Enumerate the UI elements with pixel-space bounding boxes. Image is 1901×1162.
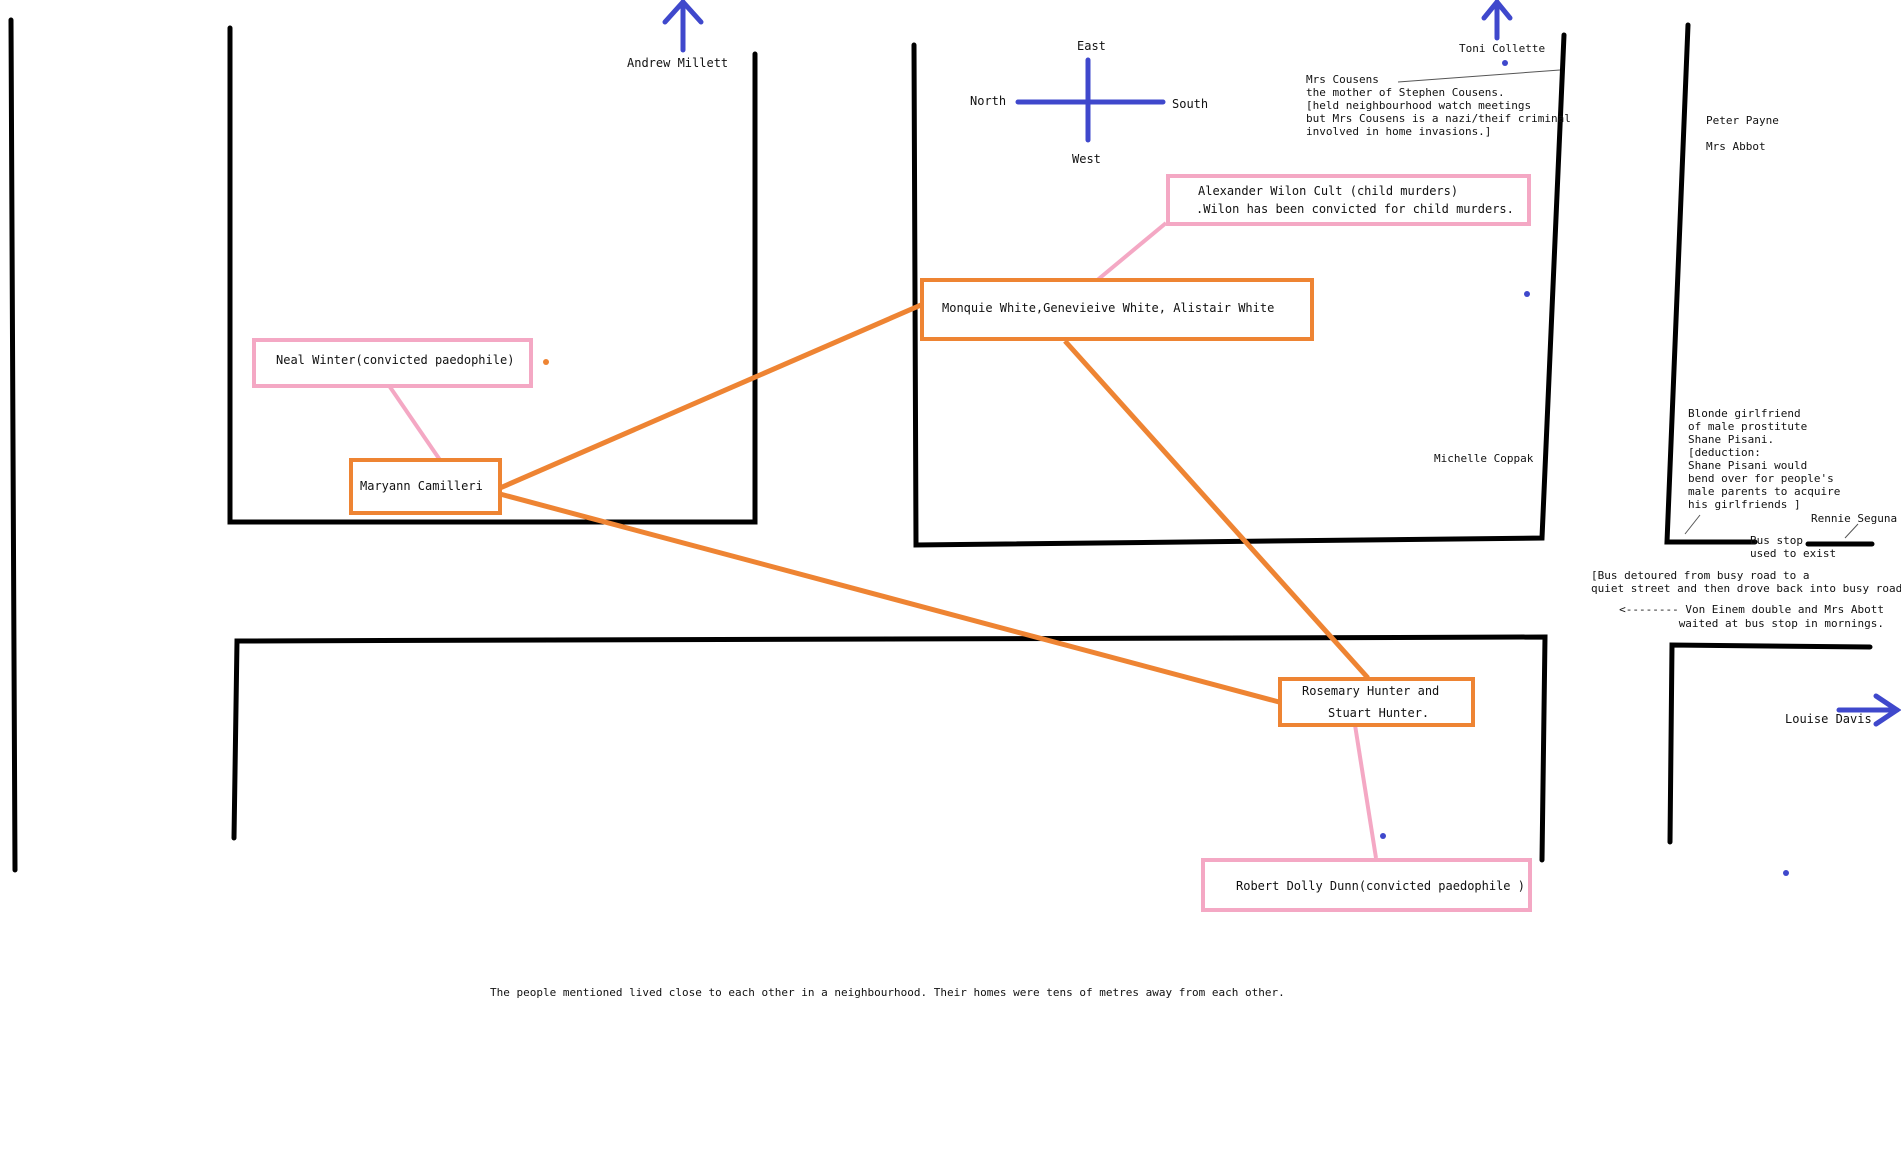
neal-winter-label: Neal Winter(convicted paedophile) [276, 353, 514, 367]
andrew-millett-label: Andrew Millett [627, 56, 728, 70]
box-maryann-camilleri: Maryann Camilleri [349, 458, 502, 515]
box-alexander-wilon: Alexander Wilon Cult (child murders) .Wi… [1166, 174, 1531, 226]
box-robert-dunn: Robert Dolly Dunn(convicted paedophile ) [1201, 858, 1532, 912]
cousens-line-2: [held neighbourhood watch meetings [1306, 99, 1531, 112]
cousens-line-3: but Mrs Cousens is a nazi/theif criminal [1306, 112, 1571, 125]
dot-robert [1380, 833, 1386, 839]
cousens-pointer [1397, 69, 1561, 83]
bus-stop-note: Bus stop used to exist [1750, 534, 1836, 560]
alexander-label-1: Alexander Wilon Cult (child murders) [1198, 184, 1458, 198]
von-einem-line-0: <-------- Von Einem double and Mrs Abott [1619, 603, 1884, 616]
blonde-line-5: bend over for people's [1688, 472, 1834, 485]
block-1-outline [227, 25, 758, 525]
cousens-line-0: Mrs Cousens [1306, 73, 1379, 86]
mrs-abbot-label: Mrs Abbot [1706, 140, 1766, 153]
monquie-label: Monquie White,Genevieive White, Alistair… [942, 301, 1274, 315]
blonde-line-1: of male prostitute [1688, 420, 1807, 433]
link-maryann-monquie [499, 302, 922, 491]
bus-detour-note: [Bus detoured from busy road to a quiet … [1591, 569, 1901, 595]
bus-stop-line-0: Bus stop [1750, 534, 1803, 547]
dot-louise [1783, 870, 1789, 876]
link-hunter-robert [1353, 724, 1378, 859]
bus-stop-line-1: used to exist [1750, 547, 1836, 560]
link-alexander-monquie [1093, 221, 1168, 284]
peter-payne-label: Peter Payne [1706, 114, 1779, 127]
von-einem-note: <-------- Von Einem double and Mrs Abott… [1619, 603, 1884, 630]
bus-detour-line-0: [Bus detoured from busy road to a [1591, 569, 1810, 582]
compass-south: South [1172, 97, 1208, 111]
dot-toni [1502, 60, 1508, 66]
block-2-outline [911, 32, 1567, 548]
blonde-line-0: Blonde girlfriend [1688, 407, 1801, 420]
blonde-line-2: Shane Pisani. [1688, 433, 1774, 446]
hunter-label-2: Stuart Hunter. [1328, 706, 1429, 720]
arrows [662, 0, 1901, 727]
blonde-pointer [1684, 514, 1701, 535]
pointer-lines [1397, 69, 1859, 539]
box-monquie-white: Monquie White,Genevieive White, Alistair… [920, 278, 1314, 341]
rennie-seguna-label: Rennie Seguna [1811, 512, 1897, 525]
box-hunter: Rosemary Hunter and Stuart Hunter. [1278, 677, 1475, 727]
louise-davis-label: Louise Davis [1785, 712, 1872, 726]
roads [8, 17, 1875, 873]
blonde-line-7: his girlfriends ] [1688, 498, 1801, 511]
cousens-line-1: the mother of Stephen Cousens. [1306, 86, 1505, 99]
compass-cross [1015, 57, 1166, 143]
link-monquie-hunter [1063, 339, 1370, 680]
connections [388, 221, 1378, 859]
block-3-outline [1664, 22, 1758, 545]
dot-block2 [1524, 291, 1530, 297]
arrow-up-toni-collette [1481, 0, 1513, 41]
arrow-up-andrew-millett [662, 0, 704, 53]
dots [543, 60, 1789, 876]
maryann-label: Maryann Camilleri [360, 479, 483, 493]
link-maryann-hunter [499, 491, 1280, 705]
blonde-girlfriend-note: Blonde girlfriend of male prostitute Sha… [1688, 407, 1840, 511]
mrs-cousens-note: Mrs Cousens the mother of Stephen Cousen… [1306, 73, 1571, 138]
link-neal-maryann [388, 385, 442, 462]
road-far-left [8, 17, 18, 873]
robert-dunn-label: Robert Dolly Dunn(convicted paedophile ) [1236, 879, 1525, 893]
blonde-line-4: Shane Pisani would [1688, 459, 1807, 472]
von-einem-line-1: waited at bus stop in mornings. [1679, 617, 1884, 630]
blonde-line-6: male parents to acquire [1688, 485, 1840, 498]
arrow-right-louise-davis [1836, 693, 1901, 727]
hunter-label-1: Rosemary Hunter and [1302, 684, 1439, 698]
toni-collette-label: Toni Collette [1459, 42, 1545, 55]
compass-north: North [970, 94, 1006, 108]
block-4-outline [231, 634, 1548, 863]
box-neal-winter: Neal Winter(convicted paedophile) [252, 338, 533, 388]
bus-detour-line-1: quiet street and then drove back into bu… [1591, 582, 1901, 595]
dot-neal [543, 359, 549, 365]
rennie-pointer [1844, 523, 1859, 539]
blonde-line-3: [deduction: [1688, 446, 1761, 459]
footer-caption: The people mentioned lived close to each… [490, 986, 1285, 999]
alexander-label-2: .Wilon has been convicted for child murd… [1196, 202, 1514, 216]
michelle-coppak-label: Michelle Coppak [1434, 452, 1534, 465]
compass-west: West [1072, 152, 1101, 166]
block-5-outline [1667, 642, 1873, 845]
cousens-line-4: involved in home invasions.] [1306, 125, 1491, 138]
compass-east: East [1077, 39, 1106, 53]
